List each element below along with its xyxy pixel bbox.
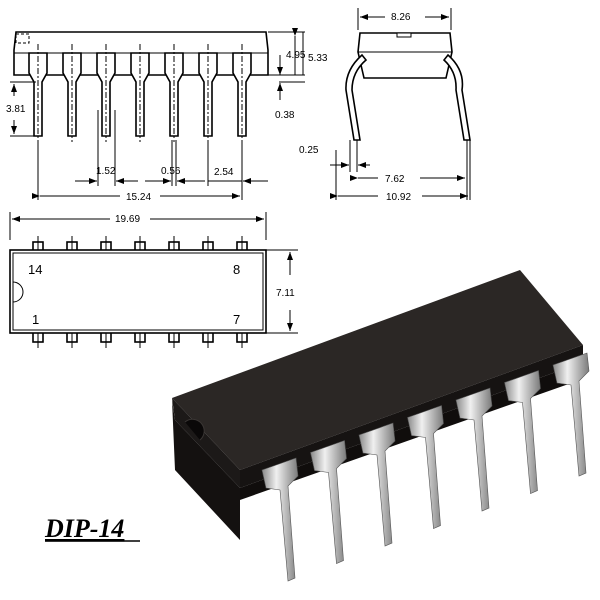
dim-7-11: 7.11 — [276, 288, 295, 299]
top-view: 19.69 14 8 1 7 7.11 — [9, 212, 298, 348]
chip-leg — [310, 440, 347, 564]
chip-leg — [455, 387, 493, 512]
dim-19-69: 19.69 — [115, 214, 140, 225]
dim-8-26: 8.26 — [391, 12, 411, 23]
dim-5-33: 5.33 — [308, 53, 328, 64]
dim-0-56: 0.56 — [161, 166, 181, 177]
pin-label-7: 7 — [233, 312, 240, 327]
chip-3d-render — [172, 270, 590, 582]
dim-4-95: 4.95 — [286, 50, 306, 61]
chip-leg — [261, 457, 299, 582]
pin-label-14: 14 — [28, 262, 42, 277]
dim-10-92: 10.92 — [386, 192, 411, 203]
side-view: 8.26 0.25 7.62 10.92 — [299, 8, 471, 203]
front-view: 4.95 5.33 0.38 3.81 1.52 0.56 2.54 15.24 — [6, 28, 328, 203]
dim-0-38: 0.38 — [275, 110, 295, 121]
pin-label-8: 8 — [233, 262, 240, 277]
chip-leg — [358, 422, 396, 547]
chip-leg — [407, 405, 444, 529]
dim-1-52: 1.52 — [96, 166, 116, 177]
dim-0-25: 0.25 — [299, 145, 319, 156]
chip-leg — [504, 370, 541, 494]
pin-label-1: 1 — [32, 312, 39, 327]
chip-leg — [552, 352, 590, 477]
dim-15-24: 15.24 — [126, 192, 151, 203]
dim-3-81: 3.81 — [6, 104, 26, 115]
dim-2-54: 2.54 — [214, 167, 234, 178]
package-label: DIP-14 — [44, 514, 124, 543]
dim-7-62: 7.62 — [385, 174, 405, 185]
